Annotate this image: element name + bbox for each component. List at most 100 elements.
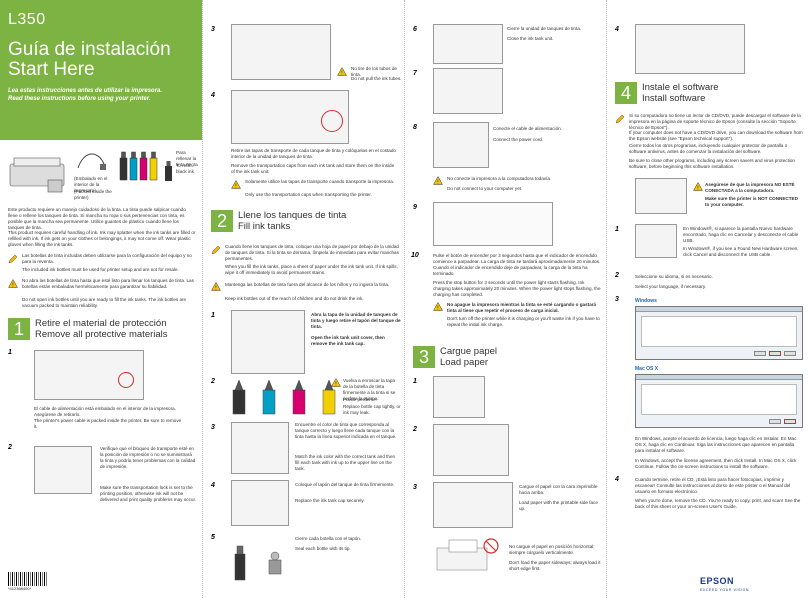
column-4: 4 4 Instale el software Install software…	[606, 0, 808, 598]
caution-icon: !	[337, 67, 347, 76]
section-4-header: 4 Instale el software Install software	[615, 82, 719, 105]
epson-logo: EPSON	[700, 576, 735, 586]
s2-step-5-es: Cierre cada botella con el tapón.	[295, 536, 362, 541]
note1-en: The included ink bottles must be used fo…	[22, 267, 179, 272]
windows-installer-screenshot	[635, 306, 803, 360]
windows-label: Windows	[635, 298, 657, 304]
ink-caption-en: To refill black ink	[176, 163, 194, 174]
c2-step-3-en: Do not pull the ink tubes.	[351, 76, 402, 81]
mac-installer-screenshot	[635, 374, 803, 428]
s2-step-5-bottles	[234, 545, 282, 581]
model-name: L350	[8, 11, 46, 28]
s2-step-5-en: Seal each bottle with its tip.	[295, 546, 351, 551]
c2-step-3-es: No tire de los tubos de tinta.	[351, 66, 397, 77]
c3-step-6-image	[433, 24, 503, 64]
cable-caption-en: (Packed inside the printer)	[74, 189, 112, 200]
s3-note-es: No cargue el papel en posición horizonta…	[509, 544, 595, 555]
section-1-number: 1	[8, 318, 30, 340]
c3-step-10-note-es: No apague la impresora mientras la tinta…	[447, 302, 597, 313]
caution-icon: !	[331, 378, 341, 387]
s3-step-1-image	[433, 376, 485, 418]
s2-step-4-en: Replace the ink tank cap securely.	[295, 498, 365, 503]
s3-step-3-number: 3	[413, 484, 417, 491]
pencil-note-icon	[8, 254, 18, 264]
s2-step-1-en: Open the ink tank unit cover, then remov…	[311, 335, 385, 346]
s2-step-2-bottles	[232, 379, 336, 415]
section-3-title-es: Cargue papel	[440, 346, 498, 357]
s3-step-2-image	[433, 424, 509, 476]
s4-step-2-number: 2	[615, 272, 619, 279]
c2-step-4-es: Retire las tapas de transporte de cada t…	[231, 148, 396, 159]
s2-step-5-number: 5	[211, 534, 215, 541]
s4-caution-en: Make sure the printer is NOT CONNECTED t…	[705, 196, 798, 207]
cable-caption-es: (Embalado en el interior de la impresora…	[74, 176, 108, 193]
s4-note2-es: Cierre todos los otros programas, incluy…	[629, 143, 788, 154]
barcode-number: *412368400*	[8, 586, 32, 591]
c3-step-9-number: 9	[413, 204, 417, 211]
section-2-header: 2 Llene los tanques de tinta Fill ink ta…	[211, 210, 346, 233]
c2-step-4-number: 4	[211, 92, 215, 99]
svg-text:!: !	[697, 186, 698, 191]
c3-step-8-note-en: Do not connect to your computer yet.	[447, 186, 523, 191]
s1-step-2-image	[34, 446, 92, 494]
section-2-title-es: Llene los tanques de tinta	[238, 210, 347, 221]
s2-step-4-number: 4	[211, 482, 215, 489]
s2-step-2-number: 2	[211, 378, 215, 385]
wrong-orientation-illustration	[436, 538, 499, 571]
usb-cable-image	[635, 178, 687, 214]
barcode	[8, 572, 48, 586]
s2-step-1-es: Abra la tapa de la unidad de tanques de …	[311, 312, 401, 329]
section-1-header: 1 Retire el material de protección Remov…	[8, 318, 168, 341]
caution-icon: !	[231, 180, 241, 189]
c3-step-8-image	[433, 122, 489, 168]
section-3-number: 3	[413, 346, 435, 368]
caution-icon: !	[211, 282, 221, 291]
s4-note1-es: Si su computadora no tiene un lector de …	[629, 113, 801, 130]
s2-step-3-en: Match the ink color with the correct tan…	[295, 454, 396, 471]
svg-text:!: !	[215, 286, 216, 291]
s1-step-1-number: 1	[8, 349, 12, 356]
svg-text:!: !	[235, 184, 236, 189]
s1-step-2-number: 2	[8, 444, 12, 451]
caution-icon: !	[693, 182, 703, 191]
s4-step-2-en: Select your language, if necessary.	[635, 284, 707, 289]
s4-step-1-en: In Windows®, if you see a Found New Hard…	[683, 246, 799, 257]
note2-es: No abra las botellas de tinta hasta que …	[22, 278, 194, 289]
c3-step-7-number: 7	[413, 70, 417, 77]
mac-label: Mac OS X	[635, 366, 659, 372]
section-2-number: 2	[211, 210, 233, 232]
c2-step-3-image	[231, 24, 331, 80]
black-bottle-illustration	[165, 161, 172, 181]
section-1-title-en: Remove all protective materials	[35, 328, 168, 340]
svg-text:!: !	[437, 306, 438, 311]
caution-icon: !	[433, 302, 443, 311]
svg-text:!: !	[437, 180, 438, 185]
c3-step-8-note-es: No conecte la impresora a la computadora…	[447, 176, 552, 181]
s3-step-1-number: 1	[413, 378, 417, 385]
s4-caution-es: Asegúrese de que la impresora NO ESTÉ CO…	[705, 182, 795, 193]
s3-step-3-es: Cargue el papel con la cara imprimible h…	[519, 484, 598, 495]
c3-step-8-number: 8	[413, 124, 417, 131]
banner-subtitle-en: Read these instructions before using you…	[8, 95, 151, 102]
s2-note2-es: Mantenga las botellas de tinta fuera del…	[225, 282, 390, 287]
s4-step-4-es: Cuando termine, retire el CD. ¡Está list…	[635, 477, 791, 494]
svg-text:!: !	[12, 283, 13, 288]
banner-subtitle: Lea estas instrucciones antes de utiliza…	[8, 88, 194, 104]
c2-step-4-note-en: Only use the transportation caps when tr…	[245, 192, 372, 197]
s2-step-3-image	[231, 422, 289, 474]
s4-step-4-en: When you're done, remove the CD. You're …	[635, 498, 801, 509]
s4-step-1-image	[635, 224, 677, 258]
s1-step-1-en: The printer's power cable is packed insi…	[34, 418, 182, 429]
s4-step-4-number: 4	[615, 476, 619, 483]
c3-step-6-number: 6	[413, 26, 417, 33]
column-3: 6 Cierre la unidad de tanques de tinta. …	[404, 0, 606, 598]
s1-step-2-es: Verifique que el bloqueo de transporte e…	[100, 446, 196, 469]
s4-note1-en: If your computer does not have a CD/DVD …	[629, 130, 803, 141]
s2-step-3-es: Encuentre el color de tinta que correspo…	[295, 422, 397, 439]
s3-step-2-number: 2	[413, 426, 417, 433]
c3-step-10-es: Pulse el botón de encender por 3 segundo…	[433, 253, 601, 276]
ink-bottles-illustration	[119, 151, 158, 181]
c3-step-6-en: Close the ink tank unit.	[507, 36, 554, 41]
title-spanish: Guía de instalación	[8, 39, 171, 60]
c3-step-7-image	[433, 68, 503, 114]
